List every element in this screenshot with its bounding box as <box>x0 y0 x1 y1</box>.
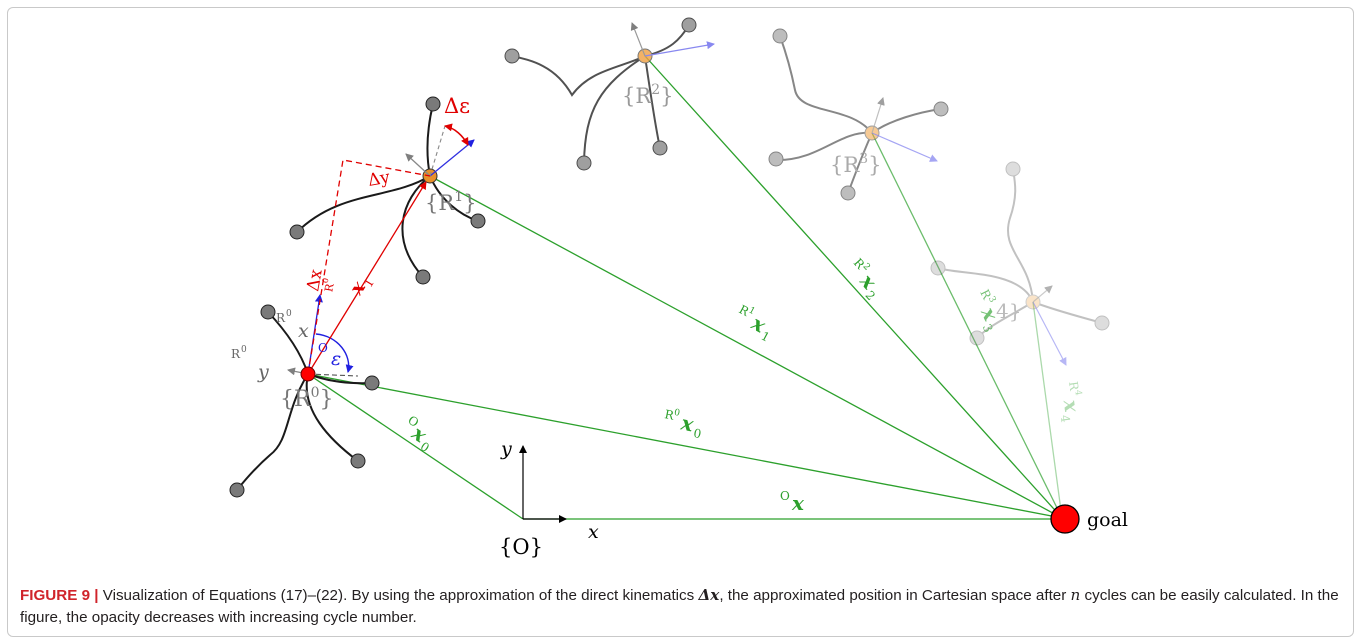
svg-text:0: 0 <box>321 277 331 284</box>
svg-text:O: O <box>318 341 328 355</box>
svg-text:ε: ε <box>331 348 341 370</box>
svg-text:{R1}: {R1} <box>425 189 476 215</box>
goal-label: goal <box>1087 509 1128 531</box>
caption-text-a: Visualization of Equations (17)–(22). By… <box>98 587 699 604</box>
svg-text:Δy: Δy <box>366 167 391 191</box>
svg-text:x: x <box>855 268 882 294</box>
origin-y-label: y <box>500 438 512 460</box>
figure-caption: FIGURE 9 | Visualization of Equations (1… <box>20 584 1340 629</box>
r0-joint <box>300 366 316 382</box>
caption-text-b: , the approximated position in Cartesian… <box>719 587 1071 604</box>
r0-axis-labels: R 0 x R 0 y <box>231 309 309 383</box>
caption-text-c: cycles can be easily calculated. In the … <box>20 587 1339 626</box>
svg-text:R: R <box>231 347 241 361</box>
vector-r0-x0 <box>307 373 1063 519</box>
svg-text:0: 0 <box>673 408 681 419</box>
svg-text:3: 3 <box>986 295 998 305</box>
svg-text:4: 4 <box>1072 389 1083 396</box>
svg-text:x: x <box>678 410 696 436</box>
svg-text:Δε: Δε <box>444 94 470 118</box>
vector-r2-x2 <box>644 55 1063 519</box>
r1-axes <box>405 123 475 177</box>
vector-r1-x1 <box>429 175 1063 519</box>
svg-text:x: x <box>791 491 805 515</box>
robot-r1 <box>289 96 486 285</box>
svg-text:R: R <box>663 407 675 423</box>
origin-frame-label: {O} <box>499 535 543 559</box>
caption-label: FIGURE 9 | <box>20 587 99 604</box>
r4-axes <box>1032 285 1067 366</box>
robot-r2 <box>504 17 697 171</box>
svg-text:0: 0 <box>286 309 292 319</box>
svg-text:x: x <box>298 320 309 342</box>
vector-o-x0 <box>307 373 524 520</box>
svg-text:{R2}: {R2} <box>622 82 673 108</box>
svg-text:4}: 4} <box>996 299 1021 323</box>
svg-text:y: y <box>257 361 269 383</box>
vector-x1 <box>307 181 427 375</box>
svg-text:1: 1 <box>747 306 757 318</box>
figure-frame <box>7 7 1354 637</box>
green-vectors <box>307 55 1063 520</box>
svg-text:0: 0 <box>692 426 702 441</box>
caption-delta-x: Δx <box>698 586 720 604</box>
svg-text:2: 2 <box>861 262 872 273</box>
svg-text:{R0}: {R0} <box>280 385 333 412</box>
frame-labels: {R0} {R1} {R2} {R3} 4} <box>280 82 1021 412</box>
r3-axes <box>871 97 938 162</box>
vector-r4-x4 <box>1032 301 1063 519</box>
vector-r3-x3 <box>871 132 1063 519</box>
displacement <box>307 159 431 375</box>
svg-text:x: x <box>1058 397 1084 414</box>
goal-marker <box>1050 504 1080 534</box>
delta-triangle <box>307 159 431 375</box>
robot-r0 <box>229 304 380 498</box>
r2-axes <box>630 22 715 57</box>
kinematics-diagram: x y {O} goal <box>229 17 1128 559</box>
svg-text:0: 0 <box>241 345 247 355</box>
svg-text:{R3}: {R3} <box>830 151 881 177</box>
origin-x-label: x <box>588 521 599 543</box>
epsilon-label: O ε <box>318 341 341 370</box>
svg-text:Δx: Δx <box>303 267 327 292</box>
caption-n: n <box>1070 586 1081 604</box>
svg-text:R: R <box>322 282 336 293</box>
svg-text:4: 4 <box>1058 414 1073 424</box>
origin-frame: x y {O} <box>499 438 599 559</box>
svg-text:R: R <box>1066 380 1081 392</box>
svg-text:O: O <box>780 489 790 503</box>
svg-text:R: R <box>276 311 286 325</box>
